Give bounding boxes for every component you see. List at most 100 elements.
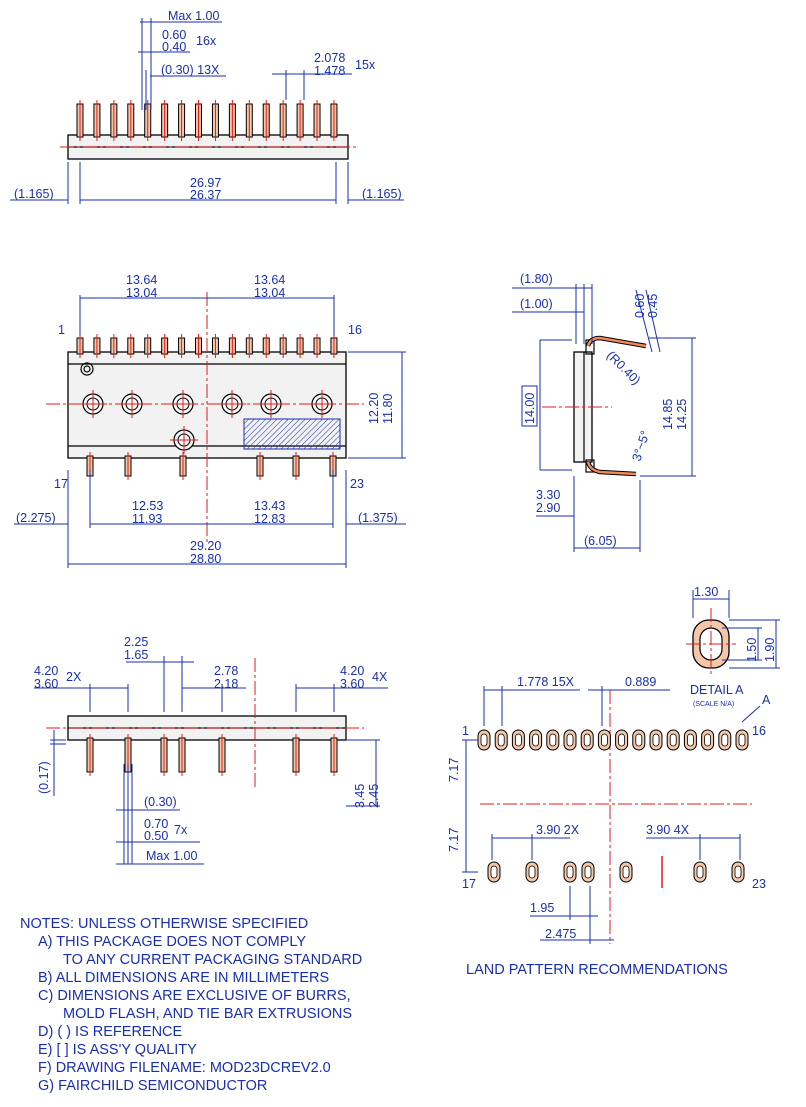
land-d195: 1.95 [530,901,554,915]
label-area-hatch [243,418,341,450]
land-row-top: 7.17 [447,758,461,782]
land-right-pitch: 3.90 4X [646,823,690,837]
top-pitch-count: 15x [355,58,376,72]
front-half-right-min: 13.04 [254,286,285,300]
bottom-ref-030: (0.30) [144,795,177,809]
bottom-right-count: 4X [372,670,388,684]
land-half: 0.889 [625,675,656,689]
front-ref-right: (1.375) [358,511,398,525]
notes-block: NOTES: UNLESS OTHERWISE SPECIFIED A) THI… [20,915,362,1095]
detail-a-inner-h: 1.50 [745,638,759,662]
top-len-min: 26.37 [190,188,221,202]
bottom-right-min: 3.60 [340,677,364,691]
front-ref-left: (2.275) [16,511,56,525]
top-pitch-min: 1.478 [314,64,345,78]
top-lead-w-max: 0.60 [162,28,186,42]
detail-a-width: 1.30 [694,585,718,599]
land-pin1: 1 [462,724,469,738]
front-bottom-left-min: 11.93 [132,512,162,526]
detail-a-title: DETAIL A [690,683,744,697]
front-height-max: 12.20 [367,393,381,424]
side-ref-100: (1.00) [520,297,553,311]
front-pin23: 23 [350,477,364,491]
note-a-line1: A) THIS PACKAGE DOES NOT COMPLY [38,934,307,950]
detail-a-outer-h: 1.90 [763,638,777,662]
top-lead-ref: (0.30) 13X [161,63,220,77]
side-view: (1.80) (1.00) 0.60 0.45 (R0.40) 14.00 14… [512,272,696,552]
land-pitch: 1.778 15X [517,675,575,689]
front-bottom-right-max: 13.43 [254,499,285,513]
bottom-ref-017: (0.17) [37,761,51,794]
front-pin16: 16 [348,323,362,337]
front-view-mount-holes [79,390,336,454]
top-ref-right: (1.165) [362,187,402,201]
bottom-view: 2.25 1.65 4.20 3.60 2X 2.78 2.18 4.20 3.… [34,635,388,865]
top-view: Max 1.00 0.60 0.40 16x (0.30) 13X 2.078 … [10,9,404,204]
note-e: E) [ ] IS ASS'Y QUALITY [38,1042,197,1058]
note-d: D) ( ) IS REFERENCE [38,1024,183,1040]
top-lead-w-min: 0.40 [162,40,186,54]
land-pads-top-row [477,729,749,751]
bottom-h-max: 3.45 [353,784,367,808]
top-ref-left: (1.165) [14,187,54,201]
top-lead-w-count: 16x [196,34,217,48]
front-view: 13.64 13.04 13.64 13.04 1 16 17 23 12.20… [14,273,406,568]
bottom-a-max: 2.25 [124,635,148,649]
front-half-left-min: 13.04 [126,286,157,300]
land-row-bot: 7.17 [447,828,461,852]
pin1-mark [80,362,94,376]
front-bottom-right-min: 12.83 [254,512,285,526]
side-thick-min: 0.45 [646,294,660,318]
front-half-left-max: 13.64 [126,273,157,287]
detail-a: 1.30 1.50 1.90 DETAIL A (SCALE N/A) [686,585,780,708]
bottom-w-count: 7x [174,823,188,837]
bottom-left-max: 4.20 [34,664,58,678]
front-pin17: 17 [54,477,68,491]
note-a-line2: TO ANY CURRENT PACKAGING STANDARD [63,952,363,968]
note-b: B) ALL DIMENSIONS ARE IN MILLIMETERS [38,970,330,986]
bottom-w-min: 0.50 [144,829,168,843]
land-pattern: 1.778 15X 0.889 1 16 17 23 7.17 7.17 3.9… [447,675,771,944]
front-total-min: 28.80 [190,552,221,566]
side-thick-max: 0.60 [633,294,647,318]
front-pin1: 1 [58,323,65,337]
side-lead-bottom [586,461,637,476]
side-span-max: 14.85 [661,399,675,430]
side-ref-180: (1.80) [520,272,553,286]
land-pads-bottom-row [487,861,745,883]
top-view-leads [76,100,338,141]
front-view-top-leads [76,334,338,358]
side-ref-605: (6.05) [584,534,617,548]
land-pin17: 17 [462,877,476,891]
note-c-line2: MOLD FLASH, AND TIE BAR EXTRUSIONS [63,1006,352,1022]
land-pin23: 23 [752,877,766,891]
detail-a-marker: A [762,693,771,707]
bottom-mid-max: 2.78 [214,664,238,678]
side-stand-min: 2.90 [536,501,560,515]
note-f: F) DRAWING FILENAME: MOD23DCREV2.0 [38,1060,331,1076]
top-pitch-max: 2.078 [314,51,345,65]
bottom-w-max: 0.70 [144,817,168,831]
land-pin16: 16 [752,724,766,738]
front-height-min: 11.80 [381,394,395,424]
bottom-mid-min: 2.18 [214,677,238,691]
detail-a-scale: (SCALE N/A) [693,701,734,708]
bottom-view-leads [86,734,338,776]
front-total-max: 29.20 [190,539,221,553]
top-max-lead: Max 1.00 [168,9,219,23]
top-len-max: 26.97 [190,176,221,190]
notes-title: NOTES: UNLESS OTHERWISE SPECIFIED [20,916,309,932]
bottom-a-min: 1.65 [124,648,148,662]
bottom-left-min: 3.60 [34,677,58,691]
side-span-min: 14.25 [675,399,689,430]
side-angle: 3°~5° [630,429,653,463]
note-g: G) FAIRCHILD SEMICONDUCTOR [38,1078,268,1094]
front-half-right-max: 13.64 [254,273,285,287]
side-stand-max: 3.30 [536,488,560,502]
bottom-max-lead: Max 1.00 [146,849,197,863]
bottom-h-min: 2.45 [367,784,381,808]
front-bottom-left-max: 12.53 [132,499,163,513]
land-left-pitch: 3.90 2X [536,823,580,837]
land-pattern-caption: LAND PATTERN RECOMMENDATIONS [466,962,728,978]
